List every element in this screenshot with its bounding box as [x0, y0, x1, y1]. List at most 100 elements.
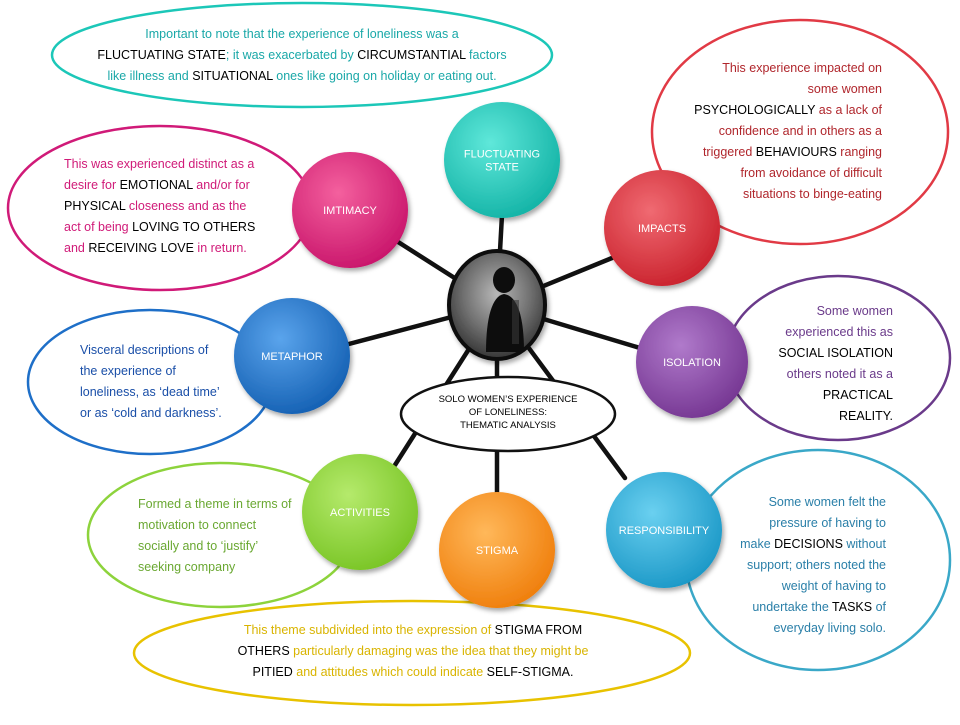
theme-label-intimacy: IMTIMACY — [323, 205, 377, 217]
theme-node-metaphor: METAPHOR — [234, 298, 350, 414]
note-text: triggered — [702, 145, 756, 159]
note-text: others noted it as a — [786, 367, 893, 381]
center-photo — [447, 249, 547, 361]
theme-circle-isolation — [636, 306, 748, 418]
note-line: Some women felt the — [718, 492, 886, 513]
note-keyword: RECEIVING LOVE — [88, 241, 194, 255]
note-responsibility: Some women felt the pressure of having to… — [718, 492, 886, 639]
note-line: PHYSICAL closeness and as the — [64, 196, 274, 217]
note-line: confidence and in others as a — [672, 121, 882, 142]
note-text: pressure of having to — [769, 516, 886, 530]
note-fluctuating: Important to note that the experience of… — [92, 24, 512, 87]
note-line: experienced this as — [758, 322, 893, 343]
note-text: of — [872, 600, 886, 614]
note-text: the experience of — [80, 364, 176, 378]
note-text: and attitudes which could indicate — [292, 665, 487, 679]
note-text: closeness and as the — [125, 199, 247, 213]
note-line: PSYCHOLOGICALLY as a lack of — [672, 100, 882, 121]
note-line: make DECISIONS without — [718, 534, 886, 555]
note-text: This experience impacted on — [722, 61, 882, 75]
note-line: triggered BEHAVIOURS ranging — [672, 142, 882, 163]
callout-impacts — [650, 18, 950, 246]
note-text: some women — [807, 82, 882, 96]
note-line: from avoidance of difficult — [672, 163, 882, 184]
note-line: motivation to connect — [138, 515, 313, 536]
theme-label-responsibility: RESPONSIBILITY — [619, 525, 710, 537]
theme-circle-intimacy — [292, 152, 408, 268]
note-line: support; others noted the — [718, 555, 886, 576]
note-line: everyday living solo. — [718, 618, 886, 639]
note-keyword: EMOTIONAL — [119, 178, 193, 192]
note-line: This was experienced distinct as a — [64, 154, 274, 175]
note-text: as a lack of — [815, 103, 882, 117]
note-text: ones like going on holiday or eating out… — [272, 69, 497, 83]
note-line: OTHERS particularly damaging was the ide… — [168, 641, 658, 662]
note-line: FLUCTUATING STATE; it was exacerbated by… — [92, 45, 512, 66]
theme-label-stigma: STIGMA — [476, 545, 519, 557]
note-text: ; it was exacerbated by — [225, 48, 358, 62]
note-text: and/or for — [192, 178, 250, 192]
note-keyword: PSYCHOLOGICALLY — [694, 103, 816, 117]
note-line: some women — [672, 79, 882, 100]
note-text: ranging — [836, 145, 882, 159]
note-line: pressure of having to — [718, 513, 886, 534]
note-text: loneliness, as ‘dead time’ — [80, 385, 220, 399]
note-stigma: This theme subdivided into the expressio… — [168, 620, 658, 683]
note-line: or as ‘cold and darkness’. — [80, 403, 255, 424]
note-line: situations to binge-eating — [672, 184, 882, 205]
note-text: This theme subdivided into the expressio… — [243, 623, 495, 637]
note-text: seeking company — [138, 560, 236, 574]
note-line: SOCIAL ISOLATION — [758, 343, 893, 364]
note-text: confidence and in others as a — [718, 124, 882, 138]
note-text: Some women felt the — [768, 495, 886, 509]
note-line: seeking company — [138, 557, 313, 578]
note-text: motivation to connect — [138, 518, 257, 532]
note-line: act of being LOVING TO OTHERS — [64, 217, 274, 238]
note-keyword: FLUCTUATING STATE — [97, 48, 226, 62]
note-text: from avoidance of difficult — [740, 166, 882, 180]
theme-node-impacts: IMPACTS — [604, 170, 720, 286]
note-text: Important to note that the experience of… — [145, 27, 459, 41]
note-text: weight of having to — [781, 579, 886, 593]
note-line: others noted it as a — [758, 364, 893, 385]
theme-circle-responsibility — [606, 472, 722, 588]
note-intimacy: This was experienced distinct as a desire… — [64, 154, 274, 259]
note-line: Some women — [758, 301, 893, 322]
note-text: situations to binge-eating — [743, 187, 882, 201]
note-keyword: REALITY. — [839, 409, 893, 423]
note-text: This was experienced distinct as a — [64, 157, 255, 171]
note-line: the experience of — [80, 361, 255, 382]
note-text: act of being — [64, 220, 133, 234]
note-text: make — [740, 537, 775, 551]
note-keyword: BEHAVIOURS — [755, 145, 837, 159]
note-text: or as ‘cold and darkness’. — [80, 406, 222, 420]
theme-label-impacts: IMPACTS — [638, 223, 686, 235]
theme-circle-impacts — [604, 170, 720, 286]
theme-node-isolation: ISOLATION — [636, 306, 748, 418]
note-keyword: SOCIAL ISOLATION — [778, 346, 893, 360]
theme-circle-metaphor — [234, 298, 350, 414]
person-silhouette-icon — [486, 267, 524, 352]
note-line: like illness and SITUATIONAL ones like g… — [92, 66, 512, 87]
note-line: This experience impacted on — [672, 58, 882, 79]
note-text: support; others noted the — [747, 558, 886, 572]
note-text: like illness and — [107, 69, 193, 83]
note-line: weight of having to — [718, 576, 886, 597]
theme-label-isolation: ISOLATION — [663, 357, 721, 369]
note-line: socially and to ‘justify’ — [138, 536, 313, 557]
callout-fluctuating — [50, 1, 554, 109]
note-text: undertake the — [752, 600, 833, 614]
note-keyword: STIGMA FROM — [494, 623, 583, 637]
theme-circle-activities — [302, 454, 418, 570]
note-line: loneliness, as ‘dead time’ — [80, 382, 255, 403]
note-keyword: TASKS — [832, 600, 873, 614]
note-line: PRACTICAL — [758, 385, 893, 406]
note-keyword: DECISIONS — [774, 537, 843, 551]
note-text: desire for — [64, 178, 120, 192]
note-keyword: OTHERS — [237, 644, 290, 658]
